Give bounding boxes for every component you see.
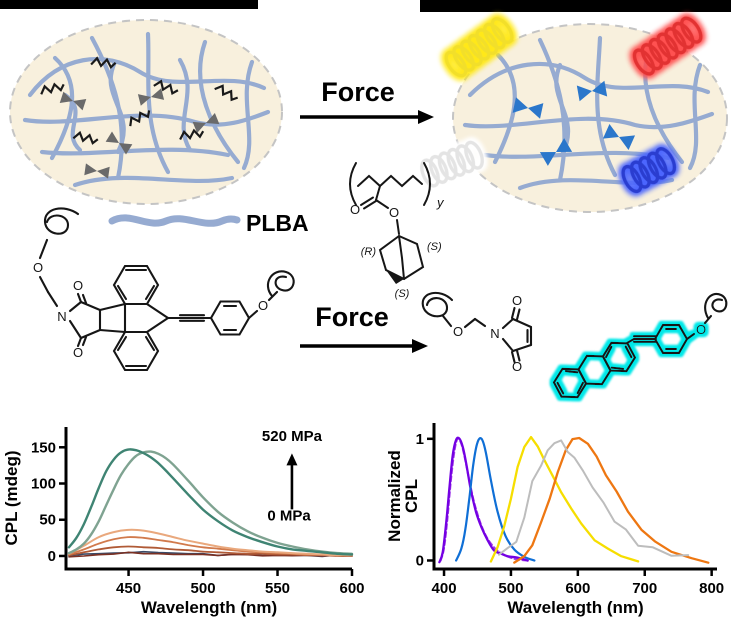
series-blue-452 — [455, 437, 536, 562]
x-axis-title: Wavelength (nm) — [507, 598, 643, 617]
axes — [432, 423, 717, 571]
axes — [64, 427, 352, 571]
monomer-ester-o: O — [389, 205, 399, 220]
mechanophores-closed-gray — [59, 88, 220, 179]
series-gray-565 — [497, 439, 690, 557]
y-tick-label: 100 — [31, 476, 56, 493]
y-tick-label: 0 — [48, 548, 56, 565]
x-tick-label: 700 — [632, 580, 657, 597]
series-520MPa — [67, 448, 354, 556]
monomer-carbonyl-o: O — [350, 202, 360, 217]
polymer-chains-right — [462, 35, 715, 191]
monomer-subscript-y: y — [436, 195, 445, 210]
x-tick-label: 400 — [432, 580, 457, 597]
plba-label: PLBA — [246, 210, 309, 236]
force-label-bottom: Force — [315, 302, 389, 332]
mechanophores-closed-coils — [40, 56, 239, 145]
arrow-head — [412, 339, 428, 353]
y-tick-label: 0 — [416, 552, 424, 569]
reactant-chain-o: O — [33, 260, 43, 275]
x-tick-label: 600 — [565, 580, 590, 597]
series-orange-600 — [513, 436, 710, 564]
arrow-head — [418, 110, 434, 124]
reactant-carbonyl-bottom-o: O — [73, 345, 83, 360]
product-chain-end — [703, 292, 728, 325]
y-axis-title: CPL (mdeg) — [2, 450, 21, 545]
x-axis-title: Wavelength (nm) — [141, 598, 277, 617]
plba-monomer-structure: O O y (R) (S) (S) — [349, 162, 445, 300]
series-520MPa-light — [67, 450, 354, 555]
product-maleimide-structure: O N O O — [421, 291, 533, 374]
y-tick-label: 150 — [31, 439, 56, 456]
product-carbonyl-bottom-o: O — [512, 359, 522, 374]
vesicle-activated — [420, 16, 728, 213]
x-tick-label: 550 — [265, 580, 290, 597]
y-tick-label: 1 — [416, 431, 424, 448]
reactant-structure: O N O O O — [33, 207, 295, 372]
mechanophores-activated — [512, 80, 636, 166]
product-n: N — [490, 326, 499, 341]
y-tick-label: 50 — [39, 512, 56, 529]
series-intermediate-3 — [68, 528, 353, 557]
vesicle-unactivated — [9, 19, 283, 205]
y-axis-title: NormalizedCPL — [386, 450, 421, 542]
product-carbonyl-top-o: O — [512, 293, 522, 308]
annotation-arrowhead — [286, 453, 298, 466]
force-arrow-top: Force — [300, 77, 434, 124]
product-ether-o: O — [696, 322, 706, 337]
x-tick-label: 500 — [498, 580, 523, 597]
top-bar-right — [420, 0, 731, 12]
x-tick-label: 450 — [116, 580, 141, 597]
fluorophore-coil-yellow — [444, 17, 514, 78]
annotation: 0 MPa — [267, 508, 311, 525]
stereo-label-s2: (S) — [395, 288, 410, 300]
reactant-ether-o: O — [258, 298, 268, 313]
annotation: 520 MPa — [262, 428, 323, 445]
x-tick-label: 500 — [191, 580, 216, 597]
reactant-carbonyl-top-o: O — [73, 278, 83, 293]
stereo-label-r: (R) — [361, 246, 377, 258]
reactant-n: N — [57, 309, 66, 324]
top-bar-left — [0, 0, 258, 9]
x-tick-label: 800 — [699, 580, 724, 597]
force-label-top: Force — [321, 77, 395, 107]
product-chain-o: O — [453, 324, 463, 339]
stereo-label-s1: (S) — [427, 241, 442, 253]
plba-legend: PLBA — [108, 210, 309, 236]
fluorophore-coil-red — [632, 16, 703, 76]
plba-chain-icon — [108, 214, 241, 227]
force-arrow-bottom: Force — [300, 302, 428, 353]
fluorophore-coil-blue — [621, 147, 677, 194]
x-tick-label: 600 — [339, 580, 364, 597]
polymer-chains-left — [22, 31, 271, 188]
scheme-canvas: Force — [0, 0, 731, 399]
anthracene-rings — [552, 341, 637, 399]
product-fluorophore-highlight: O — [552, 322, 706, 399]
vesicle-outline — [9, 19, 283, 205]
